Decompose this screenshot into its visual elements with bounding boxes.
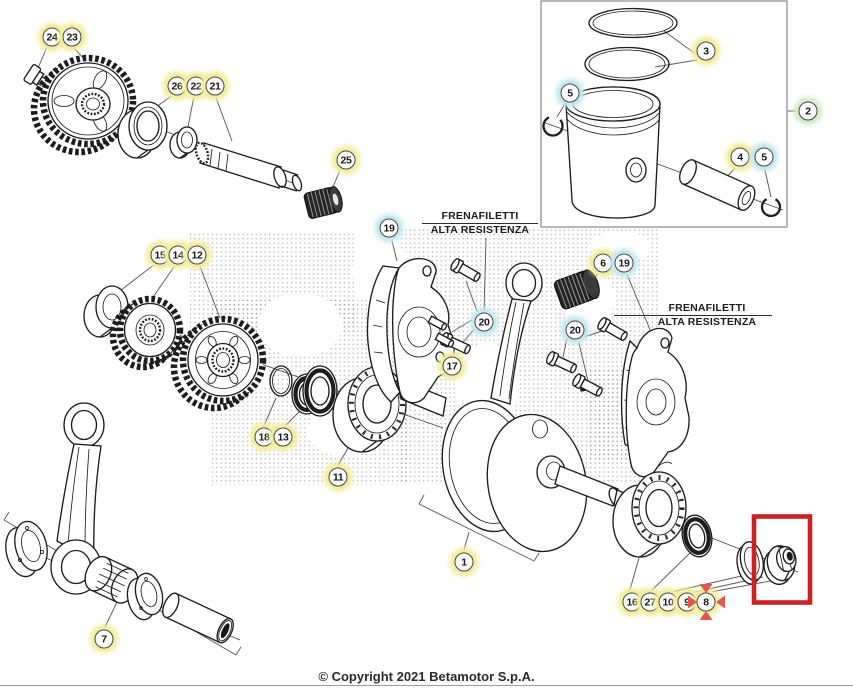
callout-25[interactable]: 25 (336, 150, 356, 170)
part-25-knurled-gear (303, 186, 343, 219)
callout-17[interactable]: 17 (442, 356, 462, 376)
callout-23[interactable]: 23 (62, 27, 82, 47)
callout-5b[interactable]: 5 (754, 147, 774, 167)
part-4-wrist-pin (679, 159, 756, 211)
part-7-crank-pin (162, 592, 234, 644)
callout-21[interactable]: 21 (205, 76, 225, 96)
part-16-bearing (612, 471, 687, 558)
callout-26[interactable]: 26 (167, 76, 187, 96)
callout-13[interactable]: 13 (273, 427, 293, 447)
part-27-seal (681, 514, 713, 558)
part-7-thrust-washer-mid (126, 572, 164, 621)
threadlocker-note-left: FRENAFILETTI ALTA RESISTENZA (422, 210, 538, 237)
note-subtitle: ALTA RESISTENZA (657, 316, 757, 329)
callout-7[interactable]: 7 (94, 629, 114, 649)
part-1-crankshaft (396, 379, 639, 553)
part-7-thrust-washer-left (5, 520, 48, 578)
note-title: FRENAFILETTI (422, 210, 538, 225)
callout-9[interactable]: 9 (677, 592, 697, 612)
callout-4[interactable]: 4 (730, 147, 750, 167)
callout-24[interactable]: 24 (42, 27, 62, 47)
part-18-o-ring (269, 365, 293, 397)
part-5-circlip-right (760, 196, 782, 218)
footer-divider (0, 685, 853, 686)
part-12-gear (170, 315, 267, 412)
callout-1[interactable]: 1 (454, 552, 474, 572)
callout-15[interactable]: 15 (150, 245, 170, 265)
callout-8[interactable]: 8 (696, 592, 716, 612)
callout-20b[interactable]: 20 (565, 320, 585, 340)
piston-assembly-box (540, 0, 788, 228)
callout-27[interactable]: 27 (640, 592, 660, 612)
part-19-stator-plate-left (366, 258, 455, 404)
part-26-bearing (117, 101, 168, 159)
part-23-primary-gear (30, 54, 137, 156)
part-22-spacer (169, 126, 198, 159)
callout-19a[interactable]: 19 (379, 218, 399, 238)
part-3-piston-rings (584, 7, 678, 82)
callout-5a[interactable]: 5 (560, 83, 580, 103)
callout-16[interactable]: 16 (622, 592, 642, 612)
part-21-balance-shaft (194, 141, 303, 192)
threadlocker-note-right: FRENAFILETTI ALTA RESISTENZA (614, 302, 772, 329)
part-seal-ring-center (302, 365, 338, 417)
part-piston (565, 86, 661, 219)
callout-18[interactable]: 18 (254, 427, 274, 447)
part-7-connecting-rod (50, 402, 105, 595)
callout-20a[interactable]: 20 (474, 312, 494, 332)
callout-14[interactable]: 14 (168, 245, 188, 265)
callout-10[interactable]: 10 (658, 592, 678, 612)
callout-2[interactable]: 2 (798, 101, 818, 121)
callout-19b[interactable]: 19 (614, 253, 634, 273)
callout-22[interactable]: 22 (186, 76, 206, 96)
note-subtitle: ALTA RESISTENZA (430, 224, 530, 237)
copyright-text: © Copyright 2021 Betamotor S.p.A. (318, 669, 535, 684)
note-title: FRENAFILETTI (614, 302, 772, 317)
callout-3[interactable]: 3 (696, 41, 716, 61)
part-14-gear (109, 295, 184, 371)
part-6-needle-cage (553, 269, 600, 310)
callout-12[interactable]: 12 (187, 245, 207, 265)
callout-11[interactable]: 11 (328, 467, 348, 487)
part-conrod-center (490, 262, 543, 405)
callout-6[interactable]: 6 (593, 253, 613, 273)
